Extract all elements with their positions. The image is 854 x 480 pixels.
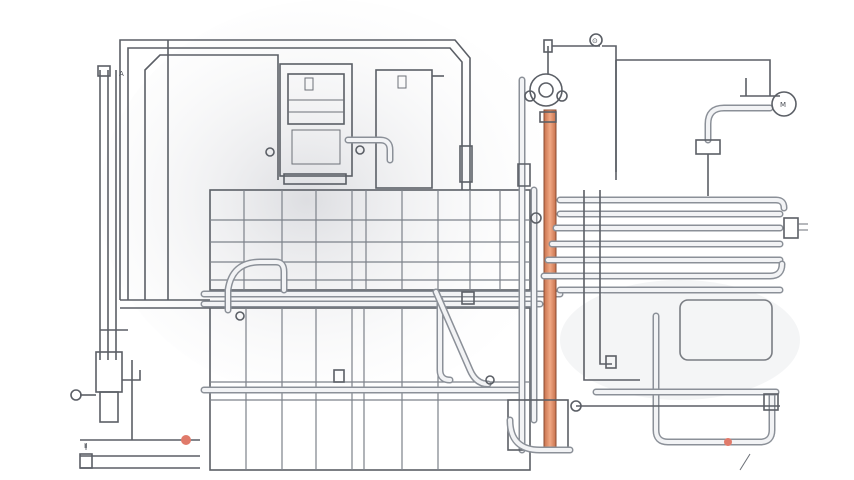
outer-frame xyxy=(119,39,471,309)
riser-valve-icon xyxy=(530,212,542,224)
gauge-icon xyxy=(70,389,82,401)
drain-valve-icon xyxy=(724,438,732,446)
meter-mark: ⊙ xyxy=(592,37,598,45)
diagonal-drain-pipe xyxy=(432,288,495,388)
main-header-pipes xyxy=(200,290,564,308)
loop-pipe xyxy=(224,258,288,321)
background-shadow xyxy=(100,0,560,400)
motor-assembly: M xyxy=(615,59,797,196)
heat-exchanger-grid xyxy=(209,189,531,291)
control-panel xyxy=(375,69,444,189)
right-manifold-bundle xyxy=(540,196,808,294)
pump-housing-icon xyxy=(529,73,563,107)
motor-mark: M xyxy=(780,101,786,109)
lower-run-pipe xyxy=(200,369,524,394)
tag-b: Ⅱ xyxy=(84,442,87,450)
return-loop xyxy=(576,190,780,471)
tag-a: A xyxy=(119,70,124,78)
motor-icon xyxy=(771,91,797,117)
equipment-cabinet xyxy=(279,63,353,185)
copper-riser xyxy=(543,109,557,451)
valve-icon xyxy=(181,435,191,445)
top-connector-pipe xyxy=(265,136,473,183)
central-riser xyxy=(506,33,617,454)
riser-cap xyxy=(97,65,111,77)
gauge-top-icon xyxy=(589,33,603,47)
left-riser xyxy=(70,65,200,469)
